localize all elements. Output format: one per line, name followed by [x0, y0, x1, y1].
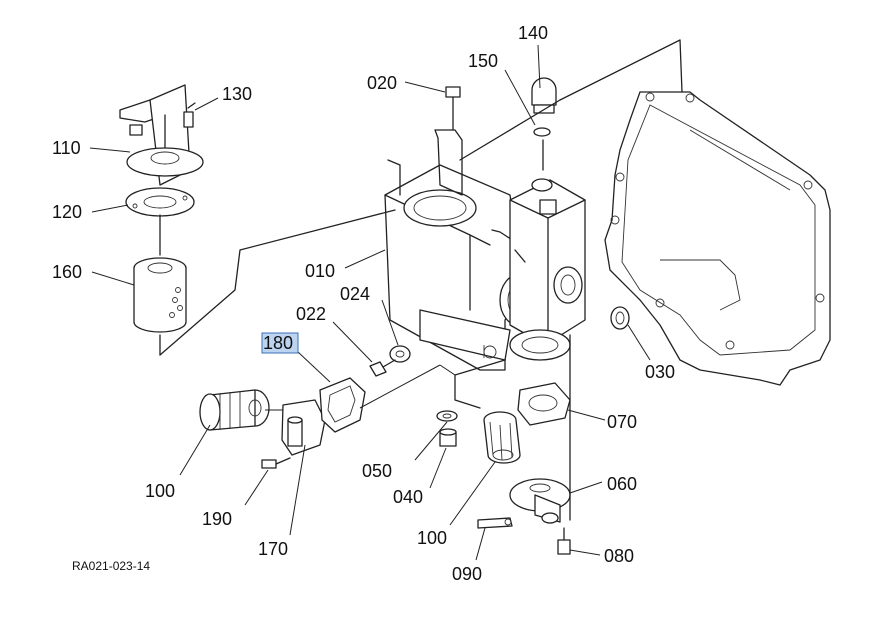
callout-labels: 140 150 020 130 110 120 160 010 024 022 … — [52, 23, 675, 584]
upper-filter-assembly-drawing — [119, 84, 204, 356]
label-090[interactable]: 090 — [452, 564, 482, 584]
label-100-left[interactable]: 100 — [145, 481, 175, 501]
selected-label-highlight — [261, 332, 299, 354]
label-040[interactable]: 040 — [393, 487, 423, 507]
label-140[interactable]: 140 — [518, 23, 548, 43]
label-130[interactable]: 130 — [222, 84, 252, 104]
label-170[interactable]: 170 — [258, 539, 288, 559]
label-120[interactable]: 120 — [52, 202, 82, 222]
label-030[interactable]: 030 — [645, 362, 675, 382]
lower-assembly-drawing — [159, 77, 630, 555]
drawing-reference-code: RA021-023-14 — [72, 559, 150, 573]
label-050[interactable]: 050 — [362, 461, 392, 481]
label-190[interactable]: 190 — [202, 509, 232, 529]
label-150[interactable]: 150 — [468, 51, 498, 71]
label-022[interactable]: 022 — [296, 304, 326, 324]
leader-lines — [89, 44, 651, 561]
label-160[interactable]: 160 — [52, 262, 82, 282]
label-024[interactable]: 024 — [340, 284, 370, 304]
label-020[interactable]: 020 — [367, 73, 397, 93]
label-080[interactable]: 080 — [604, 546, 634, 566]
label-110[interactable]: 110 — [52, 138, 81, 158]
tank-body-drawing — [384, 129, 586, 371]
side-filter-assembly-drawing — [199, 364, 456, 469]
frame-drawing — [559, 39, 831, 386]
label-100-center[interactable]: 100 — [417, 528, 447, 548]
label-010[interactable]: 010 — [305, 261, 335, 281]
label-070[interactable]: 070 — [607, 412, 637, 432]
label-060[interactable]: 060 — [607, 474, 637, 494]
label-180[interactable]: 180 — [263, 333, 293, 353]
